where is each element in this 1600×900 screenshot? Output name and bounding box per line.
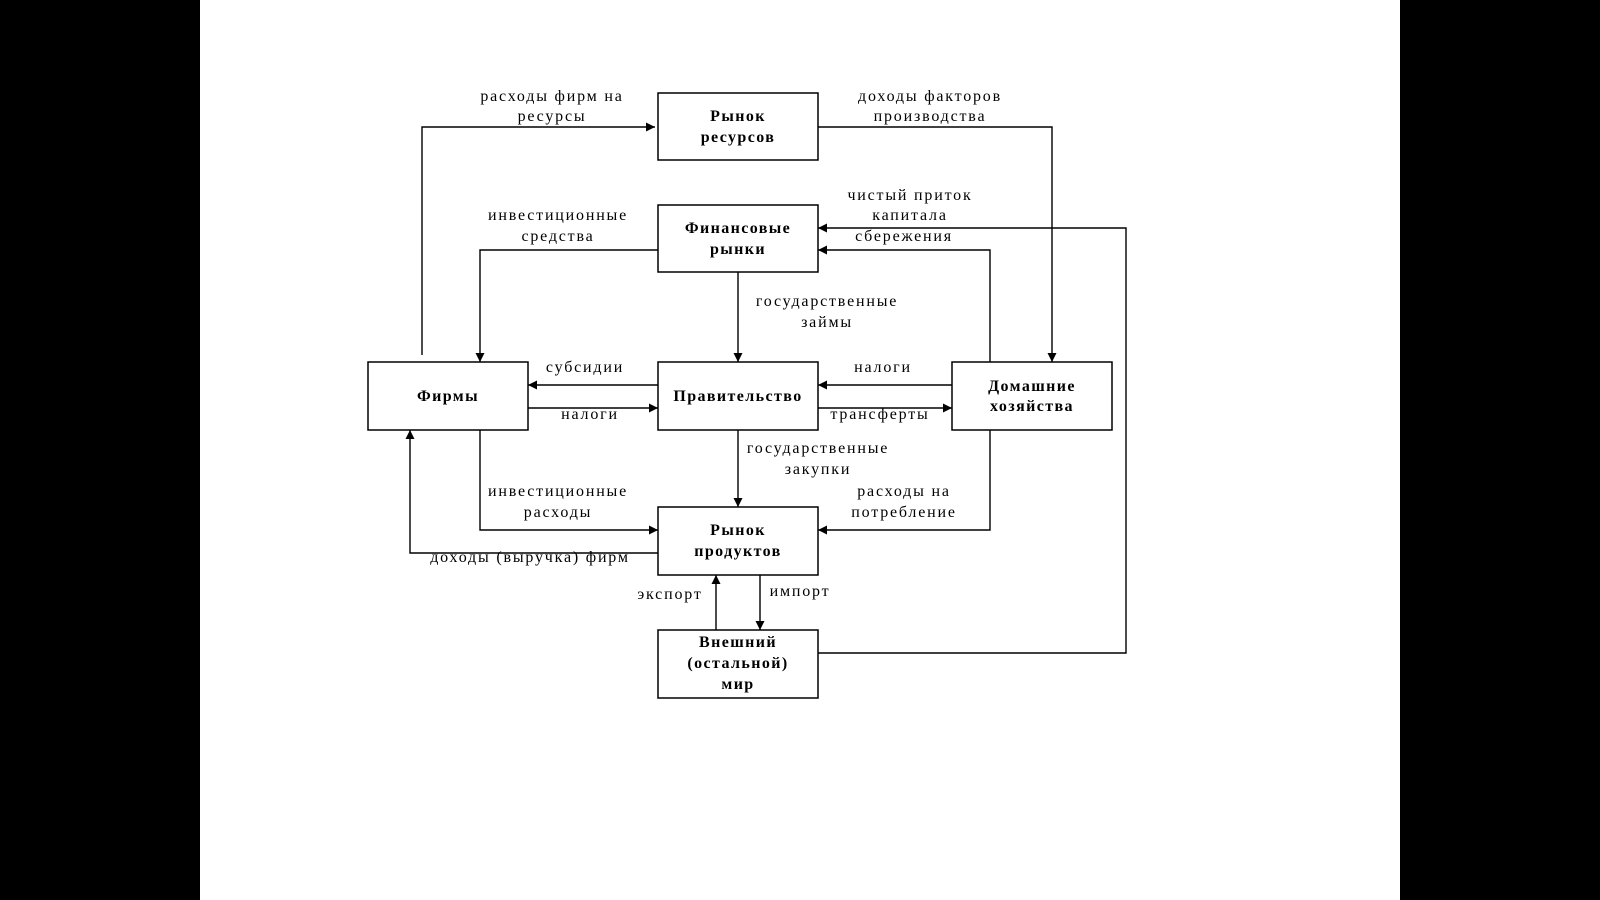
box-resource-market-line-1: Рынок (710, 108, 766, 125)
label-factor-income-2: производства (874, 108, 987, 125)
label-investment-spending-2: расходы (524, 504, 592, 521)
label-firm-resource-spending-2: ресурсы (518, 108, 587, 125)
box-financial-markets-line-1: Финансовые (685, 220, 791, 237)
label-household-taxes: налоги (854, 359, 912, 376)
label-savings: сбережения (855, 228, 953, 245)
label-net-capital-inflow-2: капитала (872, 207, 947, 224)
label-imports: импорт (770, 583, 831, 600)
box-product-market: Рынок продуктов (657, 506, 819, 576)
label-consumption-spending-2: потребление (851, 504, 957, 521)
box-rest-of-world-line-1: Внешний (699, 634, 777, 651)
box-firms: Фирмы (367, 361, 529, 431)
label-transfers: трансферты (830, 406, 929, 423)
box-households-line-2: хозяйства (990, 398, 1074, 415)
label-investment-funds-1: инвестиционные (488, 207, 628, 224)
label-government-purchases-2: закупки (785, 461, 851, 478)
arrow-savings (818, 245, 991, 362)
label-firm-taxes: налоги (561, 406, 619, 423)
arrow-factor-income (818, 126, 1057, 362)
label-exports: экспорт (637, 586, 702, 603)
label-government-borrowing-2: займы (801, 314, 853, 331)
label-investment-spending-1: инвестиционные (488, 483, 628, 500)
box-rest-of-world: Внешний (остальной) мир (657, 629, 819, 699)
label-factor-income-1: доходы факторов (858, 88, 1002, 105)
box-financial-markets: Финансовые рынки (657, 204, 819, 273)
arrow-firm-resource-spending (421, 122, 655, 355)
box-rest-of-world-line-3: мир (721, 676, 754, 693)
circular-flow-diagram: Рынок ресурсов Финансовые рынки Фирмы Пр… (367, 88, 1127, 699)
arrow-consumption-spending (818, 430, 991, 535)
box-rest-of-world-line-2: (остальной) (687, 655, 788, 672)
label-firm-revenue: доходы (выручка) фирм (430, 549, 630, 566)
box-financial-markets-line-2: рынки (710, 241, 766, 258)
box-product-market-line-1: Рынок (710, 522, 766, 539)
label-firm-resource-spending-1: расходы фирм на (480, 88, 623, 105)
arrow-investment-spending (479, 430, 658, 535)
box-firms-line-1: Фирмы (417, 388, 479, 405)
connectors (405, 122, 1127, 654)
box-product-market-line-2: продуктов (694, 543, 781, 560)
box-government: Правительство (657, 361, 819, 431)
label-government-purchases-1: государственные (747, 440, 889, 457)
arrow-firm-revenue (405, 430, 658, 554)
label-government-borrowing-1: государственные (756, 293, 898, 310)
box-resource-market: Рынок ресурсов (657, 92, 819, 161)
arrow-net-capital-inflow (818, 223, 1127, 654)
label-subsidies: субсидии (546, 359, 624, 376)
box-resource-market-line-2: ресурсов (701, 129, 776, 146)
slide: Рынок ресурсов Финансовые рынки Фирмы Пр… (200, 0, 1400, 900)
flow-labels: расходы фирм на ресурсы доходы факторов … (430, 88, 1002, 603)
box-households: Домашние хозяйства (951, 361, 1113, 431)
label-investment-funds-2: средства (521, 228, 594, 245)
box-government-line-1: Правительство (673, 388, 802, 405)
box-households-line-1: Домашние (988, 378, 1076, 395)
label-net-capital-inflow-1: чистый приток (847, 187, 972, 204)
label-consumption-spending-1: расходы на (857, 483, 950, 500)
arrow-investment-funds (475, 249, 658, 362)
